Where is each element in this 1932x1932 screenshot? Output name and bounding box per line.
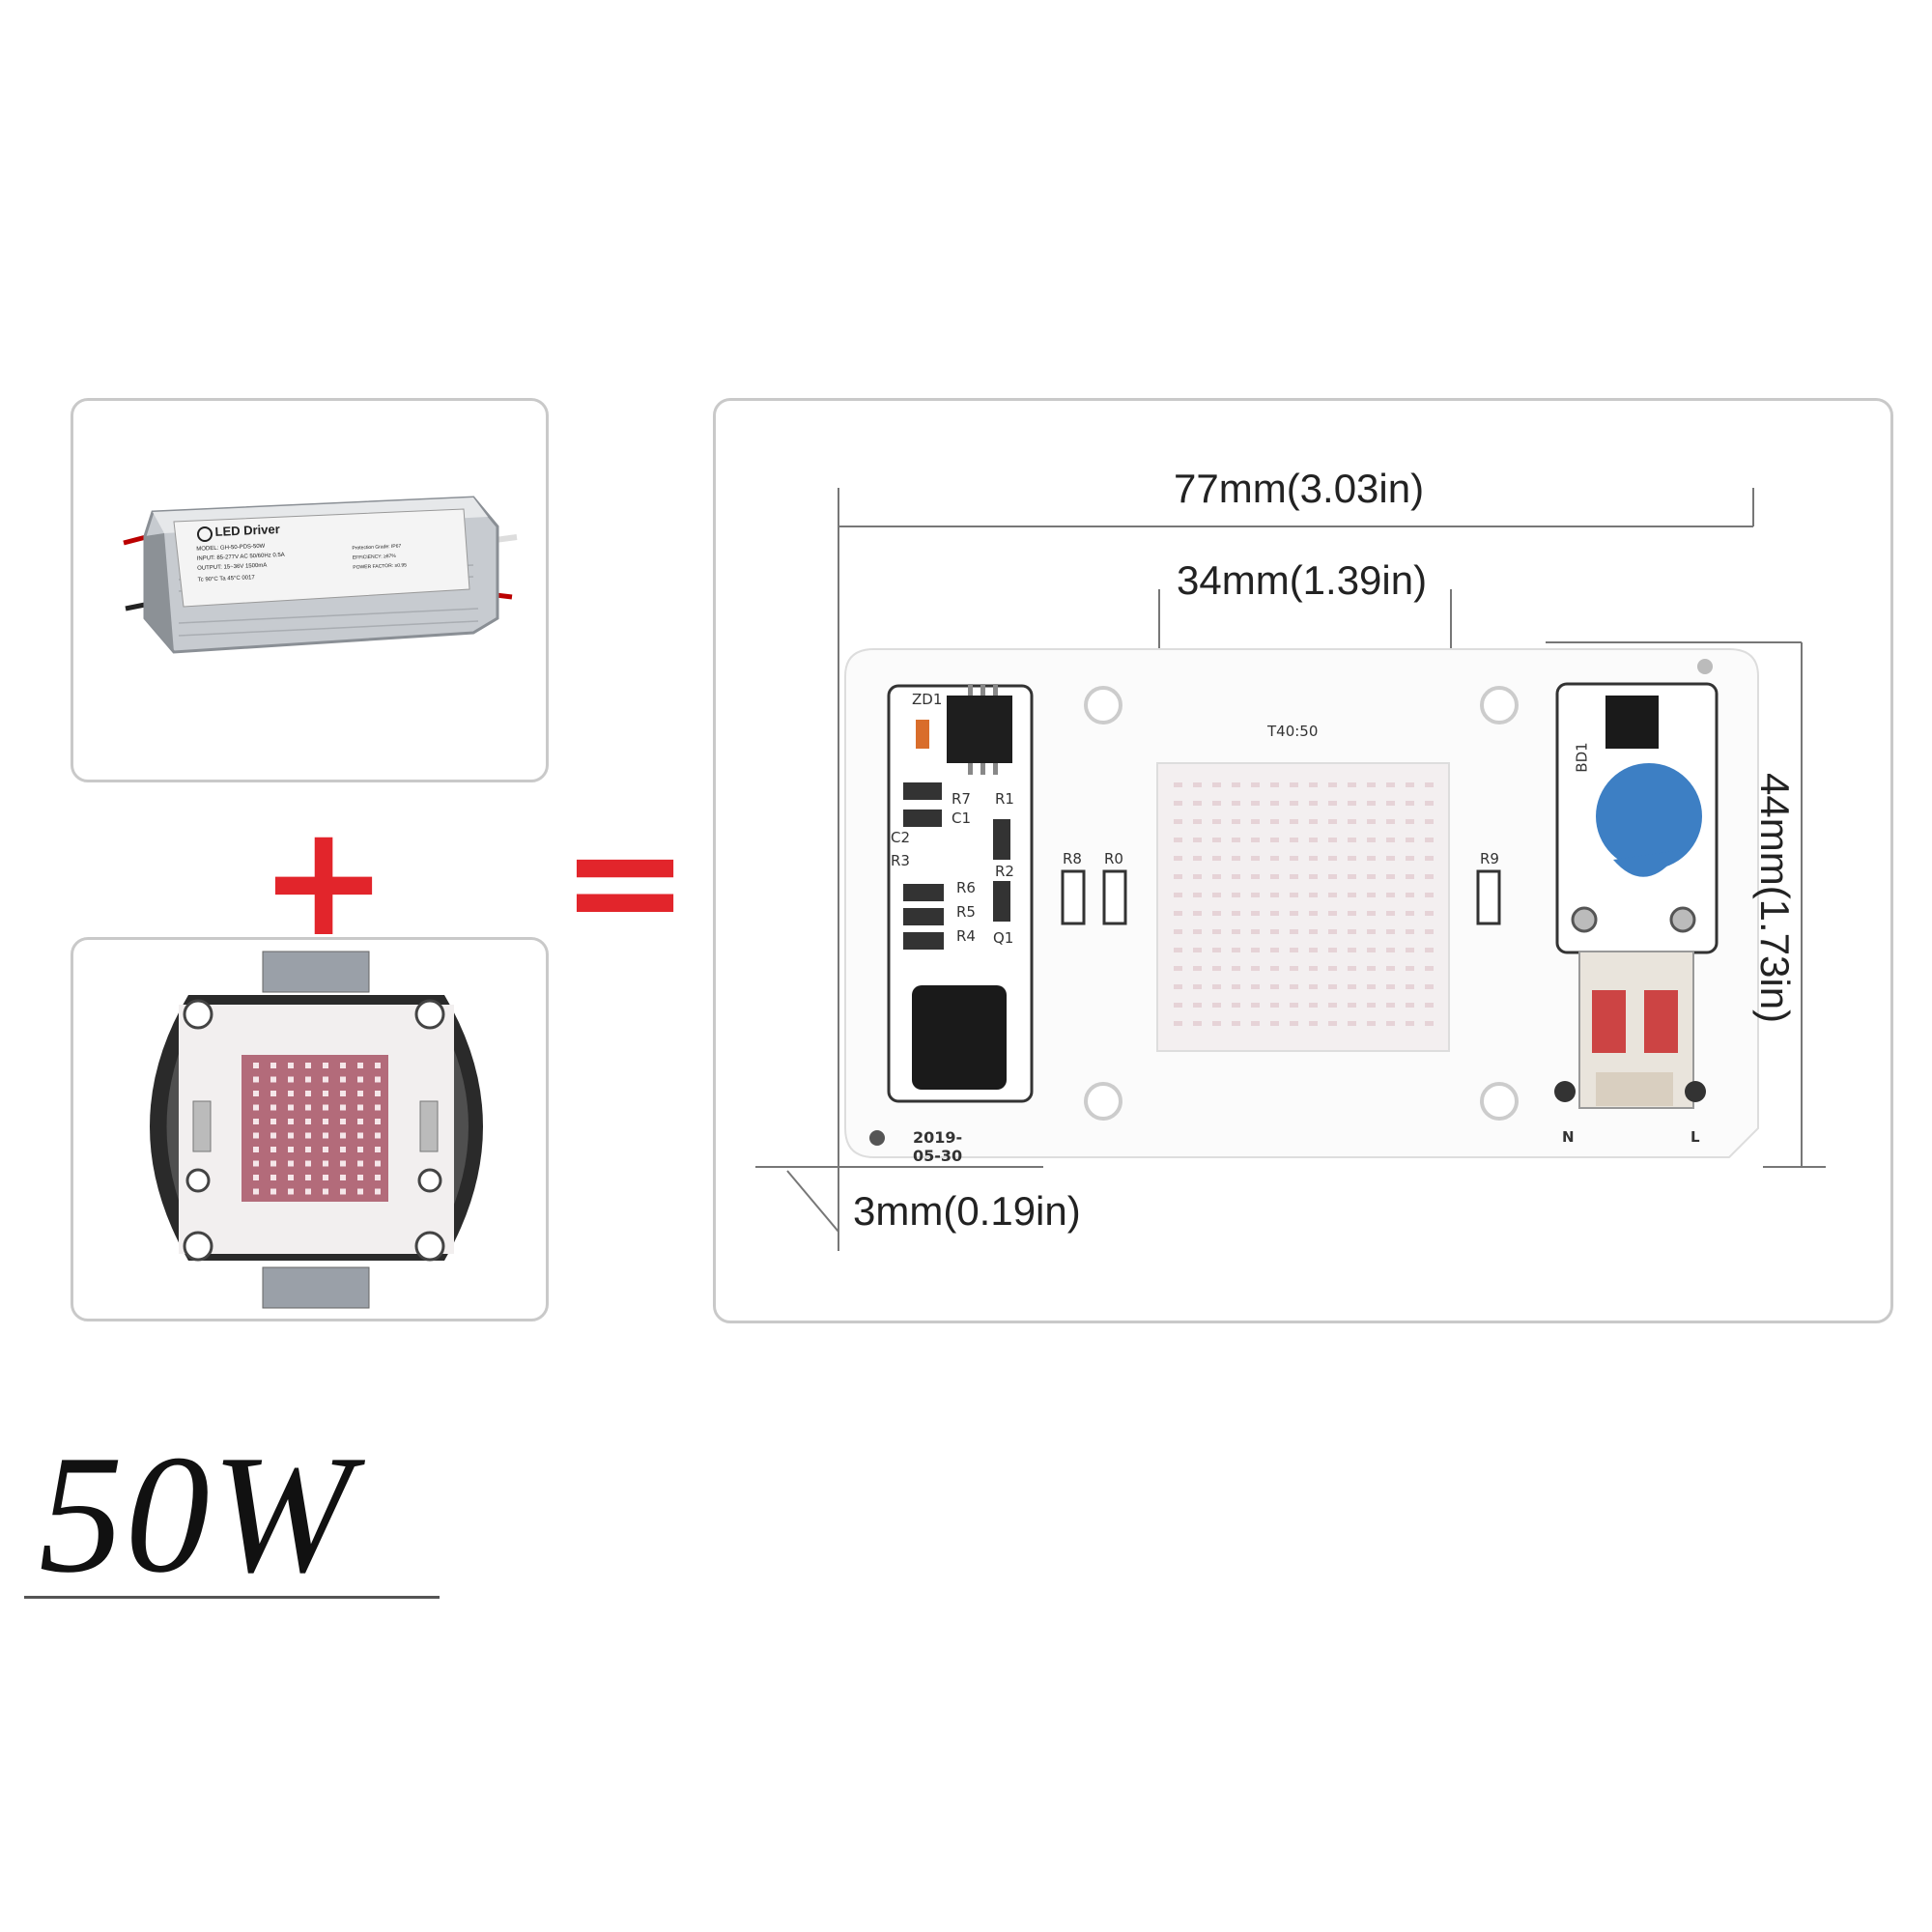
dimension-led-area: 34mm(1.39in): [1177, 557, 1428, 603]
plus-sign: +: [259, 790, 389, 971]
label-q1: Q1: [993, 929, 1014, 947]
label-r1: R1: [995, 790, 1014, 808]
board-date: 2019-05-30: [913, 1128, 963, 1165]
equals-sign: =: [560, 790, 691, 971]
label-r3: R3: [891, 852, 910, 869]
label-r5: R5: [956, 903, 976, 921]
label-c1: C1: [952, 810, 972, 827]
label-zd1: ZD1: [912, 691, 943, 708]
label-r7: R7: [952, 790, 971, 808]
label-r0: R0: [1104, 850, 1123, 867]
driver-title: LED Driver: [214, 522, 281, 539]
chip-panel: [71, 937, 549, 1321]
label-bd1: BD1: [1573, 742, 1591, 773]
label-r2: R2: [995, 863, 1014, 880]
terminal-label-l: L: [1690, 1128, 1700, 1146]
led-label: T40:50: [1267, 723, 1319, 740]
dimension-width: 77mm(3.03in): [1174, 466, 1425, 511]
label-r4: R4: [956, 927, 976, 945]
terminal-label-n: N: [1562, 1128, 1575, 1146]
label-r6: R6: [956, 879, 976, 896]
label-r9: R9: [1480, 850, 1499, 867]
label-c2: C2: [891, 829, 911, 846]
power-rating-label: 50W: [39, 1420, 355, 1607]
label-r8: R8: [1063, 850, 1082, 867]
dimension-thickness: 3mm(0.19in): [853, 1188, 1081, 1234]
dimension-height: 44mm(1.73in): [1752, 773, 1798, 1024]
driver-panel: [71, 398, 549, 782]
power-label-underline: [24, 1596, 440, 1599]
